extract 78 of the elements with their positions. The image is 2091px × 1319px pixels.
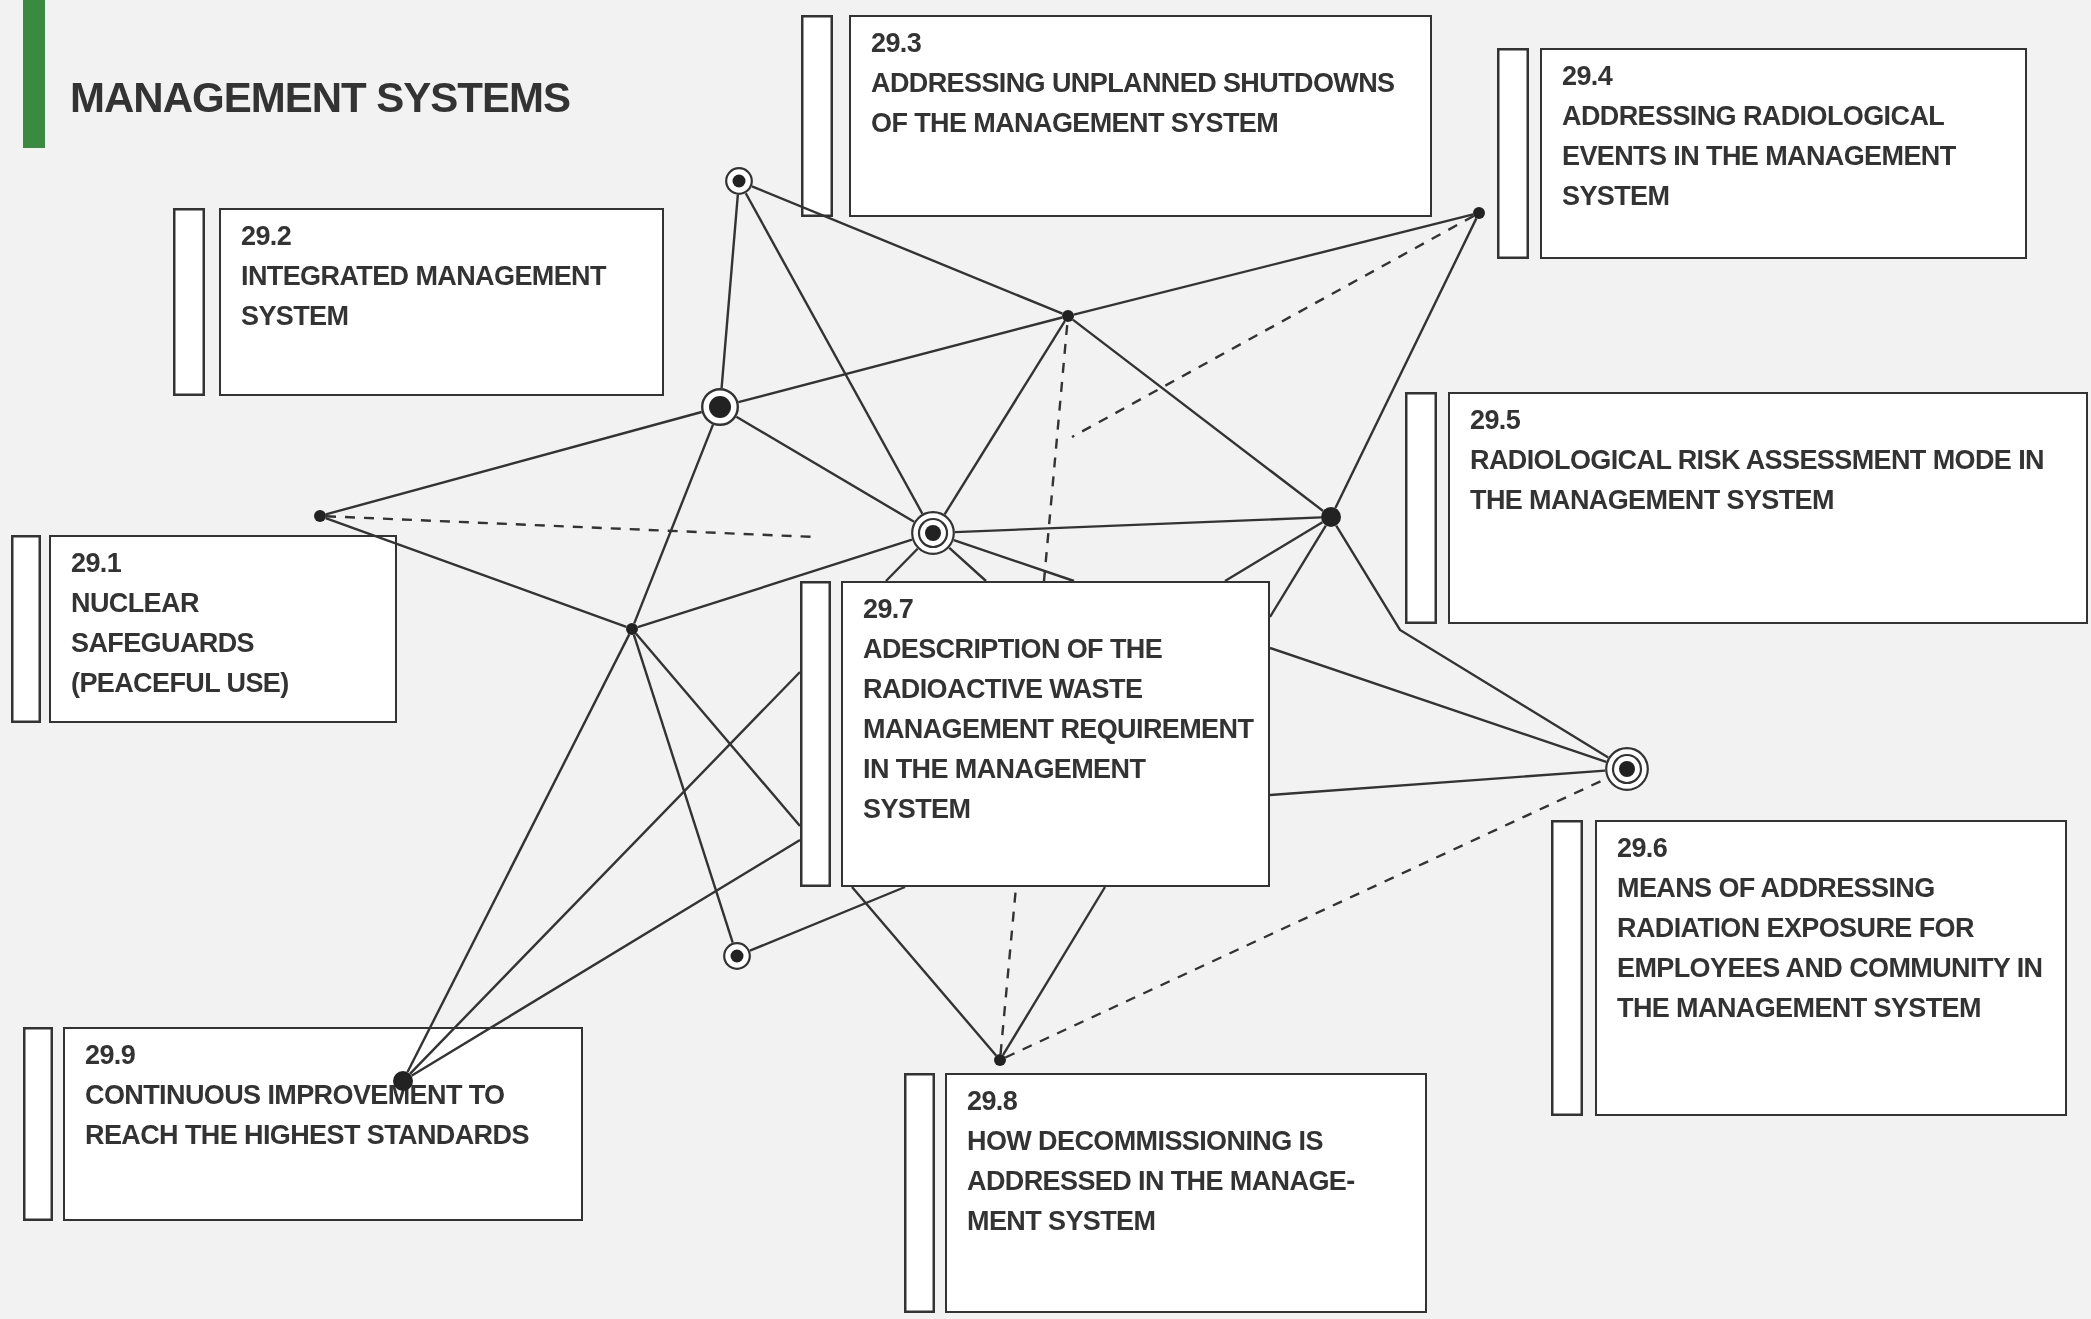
connector-line xyxy=(885,547,919,582)
side-bar xyxy=(1405,392,1437,624)
connector-line xyxy=(325,516,627,629)
topic-box xyxy=(1540,48,2027,259)
topic-box xyxy=(63,1027,583,1221)
connector-line xyxy=(1073,213,1474,316)
section-title: NUCLEAR SAFEGUARDS (PEACEFUL USE) xyxy=(71,587,290,700)
topic-box xyxy=(1595,820,2067,1116)
section-number: 29.7 xyxy=(863,593,915,626)
connector-line xyxy=(953,538,1075,583)
junction-dot xyxy=(1061,309,1075,323)
topic-box xyxy=(945,1073,1427,1313)
connector-line xyxy=(634,632,801,827)
topic-box xyxy=(219,208,664,396)
side-bar xyxy=(1497,48,1529,259)
connector-line xyxy=(1269,646,1607,764)
connector-line xyxy=(1072,318,1324,512)
connector-line xyxy=(1224,521,1324,583)
side-bar xyxy=(11,535,41,723)
connector-line xyxy=(325,410,702,516)
connector-line xyxy=(720,194,740,389)
connector-line xyxy=(749,885,906,952)
ring-node xyxy=(724,166,754,196)
topic-box xyxy=(849,15,1432,217)
section-title: INTEGRATED MANAGEMENT SYSTEM xyxy=(241,260,608,333)
connector-line xyxy=(633,424,715,624)
dashed-connector xyxy=(1071,214,1475,439)
connector-line xyxy=(948,546,987,582)
section-number: 29.1 xyxy=(71,547,123,580)
connector-line xyxy=(1334,217,1478,509)
section-number: 29.5 xyxy=(1470,404,1522,437)
section-number: 29.9 xyxy=(85,1039,137,1072)
section-title: HOW DECOMMISSIONING IS ADDRESSED IN THE MANAGE- MENT SYSTEM xyxy=(967,1125,1356,1238)
topic-box xyxy=(841,581,1270,887)
side-bar xyxy=(1551,820,1583,1116)
connector-line xyxy=(751,185,1063,315)
section-title: ADESCRIPTION OF THE RADIOACTIVE WASTE MANAGEMENT REQUIREMENT IN THE MANAGEMENT SYSTEM xyxy=(863,633,1255,826)
ring-node xyxy=(700,387,740,427)
topic-box xyxy=(49,535,397,723)
junction-dot xyxy=(313,509,327,523)
connector-line xyxy=(406,633,631,1073)
side-bar xyxy=(23,1027,53,1221)
side-bar xyxy=(801,15,833,217)
target-node xyxy=(910,510,956,556)
section-number: 29.3 xyxy=(871,27,923,60)
section-number: 29.8 xyxy=(967,1085,1019,1118)
connector-line xyxy=(851,886,997,1057)
section-number: 29.6 xyxy=(1617,832,1669,865)
section-number: 29.4 xyxy=(1562,60,1614,93)
connector-line xyxy=(632,634,734,944)
junction-dot xyxy=(1472,206,1486,220)
side-bar xyxy=(800,581,831,887)
connector-line xyxy=(943,320,1066,515)
junction-dot xyxy=(625,622,639,636)
side-bar xyxy=(173,208,205,396)
connector-line xyxy=(954,516,1322,534)
connector-line xyxy=(744,192,924,515)
connector-line xyxy=(1269,769,1606,797)
connector-line xyxy=(410,838,801,1077)
section-title: CONTINUOUS IMPROVEMENT TO REACH THE HIGHEST STANDARDS xyxy=(85,1079,530,1152)
target-node xyxy=(1604,746,1650,792)
section-number: 29.2 xyxy=(241,220,293,253)
section-title: ADDRESSING RADIOLOGICAL EVENTS IN THE MANAGEMENT SYSTEM xyxy=(1562,100,1957,213)
connector-line xyxy=(1335,524,1609,759)
section-title: RADIOLOGICAL RISK ASSESSMENT MODE IN THE MANAGEMENT SYSTEM xyxy=(1470,444,2045,517)
connector-line xyxy=(637,538,913,629)
connector-line xyxy=(409,671,801,1075)
topic-box xyxy=(1448,392,2088,624)
connector-line xyxy=(735,415,915,523)
connector-line xyxy=(738,316,1063,404)
junction-dot xyxy=(993,1053,1007,1067)
junction-dot xyxy=(1320,506,1342,528)
section-title: ADDRESSING UNPLANNED SHUTDOWNS OF THE MANAGEMENT SYSTEM xyxy=(871,67,1396,140)
page-title: MANAGEMENT SYSTEMS xyxy=(70,74,571,122)
section-title: MEANS OF ADDRESSING RADIATION EXPOSURE FOR EMPLOYEES AND COMMUNITY IN THE MANAGEMENT SYSTEM xyxy=(1617,872,2044,1025)
side-bar xyxy=(904,1073,935,1313)
ring-node xyxy=(722,941,752,971)
connector-line xyxy=(1002,886,1107,1056)
